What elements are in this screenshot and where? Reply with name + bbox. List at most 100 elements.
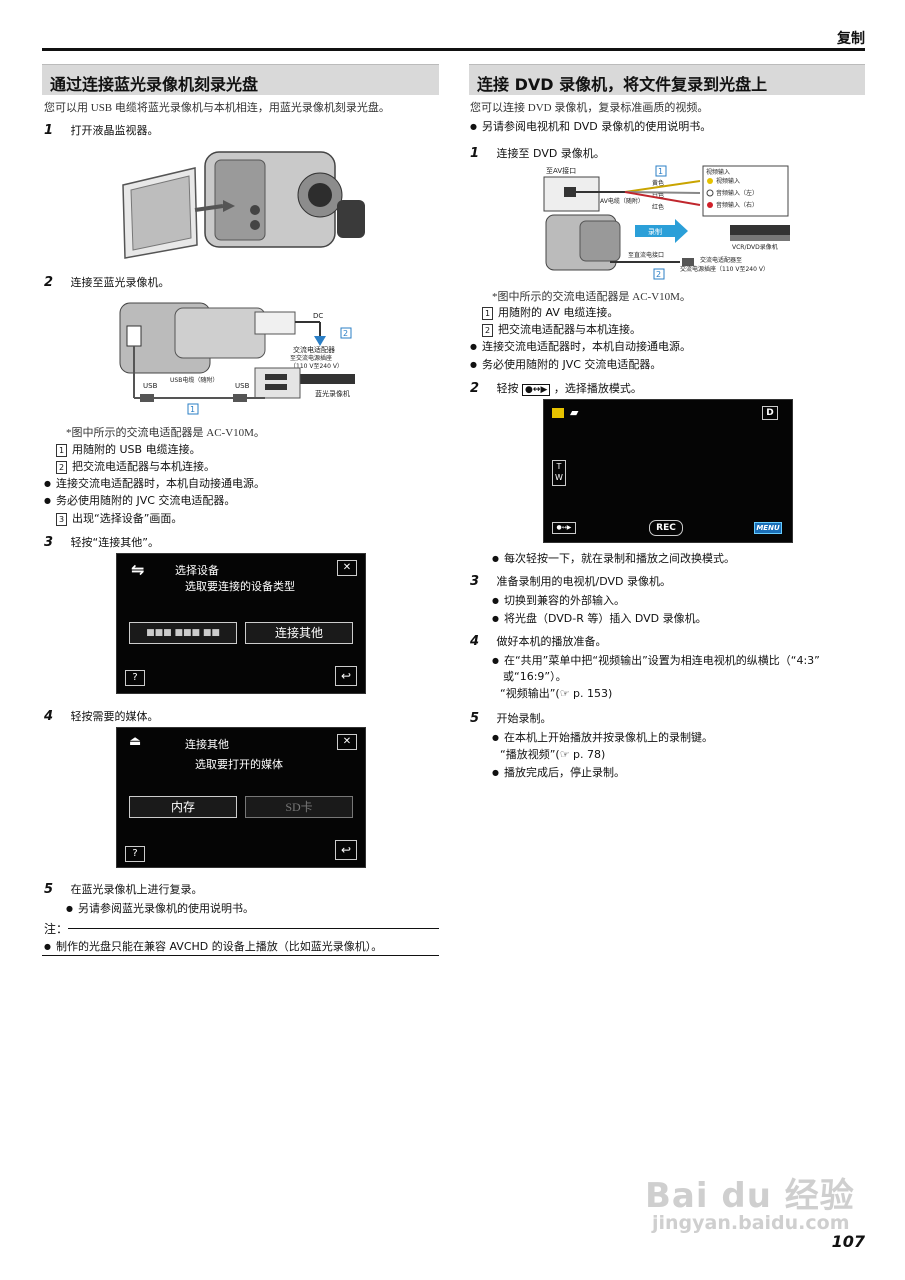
recording-mode-icon	[552, 408, 564, 418]
left-step-5: 5 在蓝光录像机上进行复录。	[44, 882, 203, 897]
help-button[interactable]: ?	[125, 670, 145, 686]
note-label: 注：	[44, 922, 69, 936]
recorder-label: 蓝光录像机	[315, 389, 350, 398]
header-rule	[42, 48, 865, 51]
right-section-header: 连接 DVD 录像机，将文件复录到光盘上	[469, 64, 865, 95]
display-button[interactable]: D	[762, 406, 778, 420]
adapter-label-2: 至交流电源插座	[290, 354, 332, 362]
vcr-label: VCR/DVD录像机	[732, 243, 778, 251]
yellow-label: 黄色	[652, 179, 664, 187]
playback-video-reference-link[interactable]: “播放视频”(☞ p. 78)	[500, 748, 606, 761]
right-step3-bullet-1: 切换到兼容的外部输入。	[492, 592, 625, 608]
left-step-2: 2 连接至蓝光录像机。	[44, 275, 170, 290]
mode-toggle-button[interactable]: ●↔▶	[552, 522, 576, 534]
right-step4-bullet-line2: 或“16:9”）。	[503, 670, 567, 683]
av-port-label: 至AV接口	[546, 166, 576, 175]
right-bullet-auto-power: 连接交流电适配器时，本机自动接通电源。	[470, 338, 691, 354]
left-step-3: 3 轻按“连接其他”。	[44, 535, 159, 550]
baidu-watermark-url: jingyan.baidu.com	[652, 1212, 850, 1234]
video-output-reference-link[interactable]: “视频输出”(☞ p. 153)	[500, 687, 613, 700]
video-input-label: 视频输入	[716, 177, 740, 185]
right-step5-bullet-1: 在本机上开始播放并按录像机上的录制键。	[492, 729, 713, 745]
right-step5-bullet-2: 播放完成后，停止录制。	[492, 764, 625, 780]
right-step3-bullet-2: 将光盘（DVD-R 等）插入 DVD 录像机。	[492, 610, 707, 626]
camcorder-record-screen: ▰ D T W ●↔▶ REC MENU	[543, 399, 793, 543]
right-step-1: 1 连接至 DVD 录像机。	[470, 146, 605, 161]
adapter-label-2: 交流电源插座（110 V至240 V）	[680, 265, 769, 273]
internal-memory-button[interactable]: 内存	[129, 796, 237, 818]
close-button[interactable]: ✕	[337, 560, 357, 576]
diagram-box-1: 1	[658, 167, 663, 176]
right-step4-bullet-line1: 在“共用”菜单中把“视频输出”设置为相连电视机的纵横比（“4:3”	[492, 652, 820, 668]
close-button[interactable]: ✕	[337, 734, 357, 750]
screen-title: 连接其他	[185, 739, 229, 751]
diagram-box-2: 2	[656, 270, 661, 279]
video-camera-icon: ▰	[570, 406, 579, 419]
dc-label: DC	[313, 312, 323, 320]
right-step-5: 5 开始录制。	[470, 711, 552, 726]
connection-icon: ⇋	[131, 560, 145, 579]
dc-port-label: 至直流电接口	[628, 251, 664, 259]
usb-label-b: USB	[235, 382, 250, 390]
white-label: 白色	[652, 191, 664, 199]
av-connection-diagram: 至AV接口 AV电缆（随附） 1 黄色 白色 红色 视频输入 视频输入 音频输入…	[543, 165, 790, 280]
blurred-device-button[interactable]: ■■■ ■■■ ■■	[129, 622, 237, 644]
menu-button[interactable]: MENU	[754, 522, 782, 534]
right-step2-bullet: 每次轻按一下，就在录制和播放之间改换模式。	[492, 550, 735, 566]
left-bullet-auto-power: 连接交流电适配器时，本机自动接通电源。	[44, 475, 265, 491]
connect-other-screen: ⏏ 连接其他 选取要打开的媒体 ✕ 内存 SD卡 ? ↩	[116, 727, 366, 868]
record-arrow-label: 录制	[648, 227, 662, 236]
diagram-box-2: 2	[343, 329, 348, 338]
left-intro: 您可以用 USB 电缆将蓝光录像机与本机相连，用蓝光录像机刻录光盘。	[44, 102, 390, 114]
adapter-label: 交流电适配器	[293, 345, 335, 354]
av-cable-label: AV电缆（随附）	[600, 197, 644, 205]
usb-cable-label: USB电缆（随附）	[170, 376, 218, 384]
right-step-3: 3 准备录制用的电视机/DVD 录像机。	[470, 574, 672, 589]
screen-subtitle: 选取要连接的设备类型	[185, 581, 295, 593]
left-step-4: 4 轻按需要的媒体。	[44, 709, 159, 724]
rec-button[interactable]: REC	[649, 520, 683, 536]
video-input-header: 视频输入	[706, 168, 730, 176]
usb-connection-diagram: DC 2 交流电适配器 至交流电源插座 （110 V至240 V） 蓝光录像机 …	[119, 302, 355, 415]
disc-drive-icon: ⏏	[129, 734, 142, 749]
left-step-1: 1 打开液晶监视器。	[44, 123, 159, 138]
back-button[interactable]: ↩	[335, 840, 357, 860]
usb-label-a: USB	[143, 382, 158, 390]
right-step-4: 4 做好本机的播放准备。	[470, 634, 607, 649]
screen-subtitle: 选取要打开的媒体	[195, 759, 283, 771]
left-section-header: 通过连接蓝光录像机刻录光盘	[42, 64, 439, 95]
help-button[interactable]: ?	[125, 846, 145, 862]
diagram-box-1: 1	[190, 405, 195, 414]
left-bullet-use-adapter: 务必使用随附的 JVC 交流电适配器。	[44, 492, 235, 508]
page-number: 107	[831, 1232, 865, 1251]
audio-right-label: 音频输入（右）	[716, 201, 758, 209]
right-step-2: 2 轻按 ●↔▶ ，选择播放模式。	[470, 381, 642, 396]
select-device-screen: ⇋ 选择设备 选取要连接的设备类型 ✕ ■■■ ■■■ ■■ 连接其他 ? ↩	[116, 553, 366, 694]
right-intro: 您可以连接 DVD 录像机，复录标准画质的视频。	[470, 102, 709, 114]
left-step5-bullet: 另请参阅蓝光录像机的使用说明书。	[66, 900, 254, 916]
mode-toggle-icon: ●↔▶	[522, 384, 551, 396]
zoom-tw-control[interactable]: T W	[552, 460, 566, 486]
audio-left-label: 音频输入（左）	[716, 189, 758, 197]
note-rule-bottom	[42, 955, 439, 956]
baidu-watermark-logo: Bai du 经验	[645, 1176, 855, 1216]
note-text: 制作的光盘只能在兼容 AVCHD 的设备上播放（比如蓝光录像机）。	[44, 938, 382, 954]
camcorder-open-lcd-illustration	[122, 151, 365, 259]
red-label: 红色	[652, 203, 664, 211]
left-section-title: 通过连接蓝光录像机刻录光盘	[50, 75, 259, 94]
back-button[interactable]: ↩	[335, 666, 357, 686]
right-adapter-note: *图中所示的交流电适配器是 AC-V10M。	[492, 291, 691, 303]
adapter-label: 交流电适配器至	[700, 256, 742, 264]
note-rule-top	[68, 928, 439, 929]
screen-title: 选择设备	[175, 565, 219, 577]
right-intro-bullet: 另请参阅电视机和 DVD 录像机的使用说明书。	[470, 118, 711, 134]
right-section-title: 连接 DVD 录像机，将文件复录到光盘上	[477, 75, 768, 94]
connect-other-button[interactable]: 连接其他	[245, 622, 353, 644]
right-bullet-use-adapter: 务必使用随附的 JVC 交流电适配器。	[470, 356, 661, 372]
sd-card-button[interactable]: SD卡	[245, 796, 353, 818]
